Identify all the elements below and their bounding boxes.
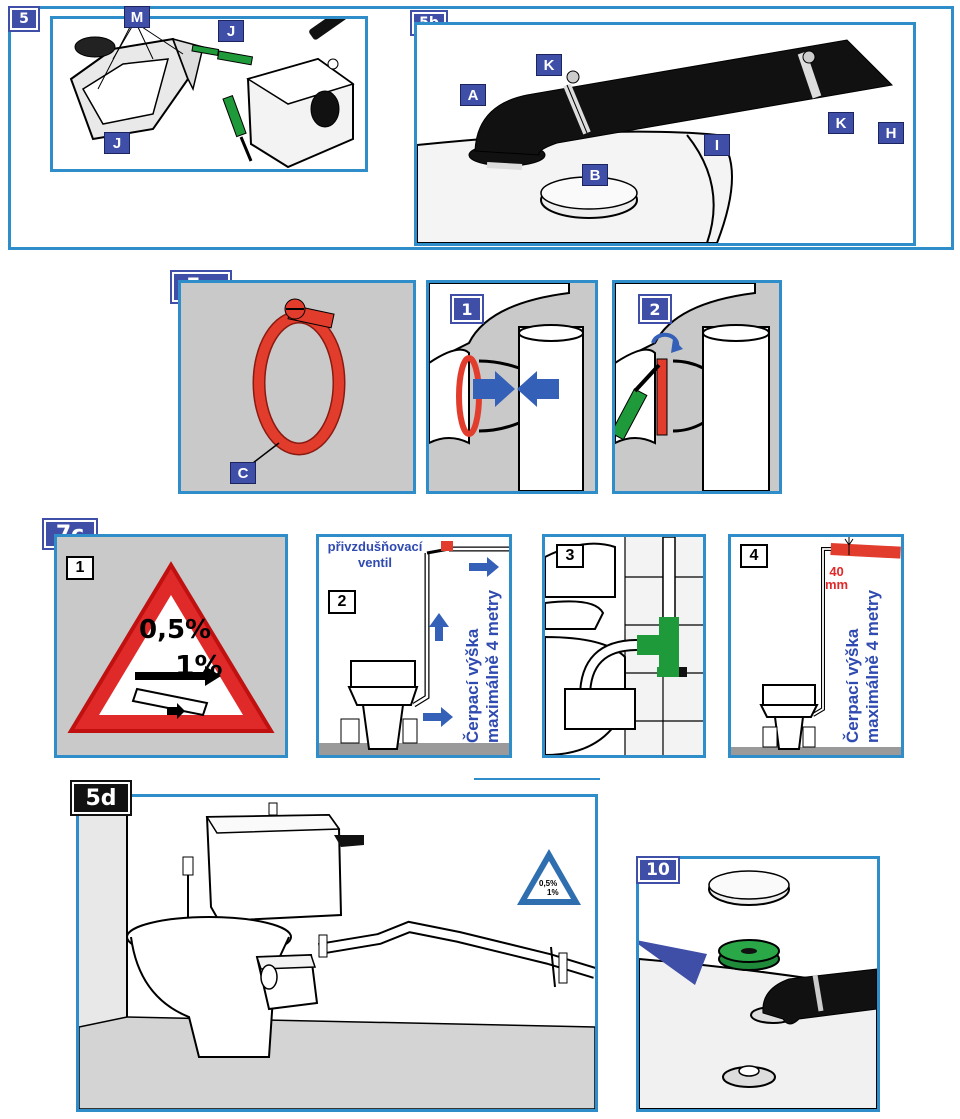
motor-cap-icon [74,36,116,58]
flush-button-icon [182,856,194,876]
sign-slope-min: 0,5% [139,615,212,645]
vent-valve-label-line2: ventil [358,555,392,570]
panel2-number: 2 [328,590,356,614]
label-c: C [230,462,256,484]
clamp-icon [656,358,668,436]
figure-5-tag: 5 [8,6,40,32]
pump-cover-removal-drawing [69,19,355,169]
pipe-connection-drawing [545,537,703,755]
label-m: M [124,6,150,28]
pump-height-line1: Čerpací výška [463,628,482,743]
figure-10-tag: 10 [636,856,680,884]
hose-icon [474,39,894,156]
arrow-right-icon [135,672,205,680]
panel3-number: 3 [556,544,584,568]
pump-outlet-icon [310,90,340,128]
pump-height-drawing [731,537,901,755]
vent-valve-icon [441,541,453,551]
clamp-ring-icon [254,312,344,454]
toilet-icon [350,660,416,688]
vent-valve-label-line1: přivzdušňovací [327,539,423,554]
red-pipe-icon [830,543,901,559]
figure-5d-tag: 5d [70,780,132,816]
label-k-right: K [828,112,854,134]
label-i: I [704,134,730,156]
pump-height-line2: maximálně 4 metry [483,589,502,743]
vent-valve-drawing [319,541,509,755]
small-sign-slope-min: 0,5% [539,879,558,888]
vent-valve-label: přivzdušňovací ventil [323,539,427,571]
figure-7c-panel2: přivzdušňovací ventil Čerpací výška maxi… [316,534,512,758]
arrow-right-icon [469,557,499,577]
screwdriver-icon [222,94,247,138]
label-a: A [460,84,486,106]
seal-installation-drawing [639,870,877,1109]
figure-5a-clamp-panel [178,280,416,494]
pipe-icon [131,687,209,717]
label-b: B [582,164,608,186]
arrow-right-icon [473,379,495,399]
gap-unit: mm [825,577,849,592]
pump-height-label: Čerpací výška maximálně 4 metry [463,590,503,743]
screwdriver-icon [615,388,648,441]
pump-height-label: Čerpací výška maximálně 4 metry [843,590,883,743]
pipe-clip-icon [558,952,568,984]
slope-warning-sign [67,561,275,733]
figure-5-frame [8,6,954,250]
pump-height-line1: Čerpací výška [843,628,862,743]
figure-10-panel [636,856,880,1112]
gap-value: 40 [829,564,844,579]
label-k-left: K [536,54,562,76]
divider-line [474,778,600,780]
step1-number: 1 [450,294,484,324]
installed-toilet-pump-drawing [79,797,595,1109]
figure-5a-step2-panel [612,280,782,494]
toilet-icon [762,684,816,706]
panel1-number: 1 [66,556,94,580]
figure-7c-panel3 [542,534,706,758]
hose-clamp-drawing [252,298,346,464]
pump-height-line2: maximálně 4 metry [863,589,882,743]
discharge-pipe-icon [318,922,595,977]
label-j-top: J [218,20,244,42]
figure-5b-illustration [414,22,916,246]
label-h: H [878,122,904,144]
small-sign-slope-max: 1% [547,888,559,897]
green-fitting-icon [659,617,679,669]
panel4-number: 4 [740,544,768,568]
figure-7c-panel1: 0,5% 1% [54,534,288,758]
discharge-hose-drawing [417,39,894,243]
figure-5-illustration [50,16,368,172]
arrow-up-icon [429,613,449,641]
sign-slope-max: 1% [175,649,223,682]
pointer-arrow-icon [639,940,707,985]
gap-label: 40 mm [825,565,848,591]
label-j-bottom: J [104,132,130,154]
arrow-left-icon [537,379,559,399]
figure-7c-panel4: 40 mm Čerpací výška maximálně 4 metry [728,534,904,758]
figure-5d-panel: 0,5% 1% [76,794,598,1112]
screwdriver-icon [191,44,220,57]
arrow-right-icon [423,707,453,727]
clamp-step2-drawing [615,283,770,491]
step2-number: 2 [638,294,672,324]
figure-5a-step1-panel [426,280,598,494]
